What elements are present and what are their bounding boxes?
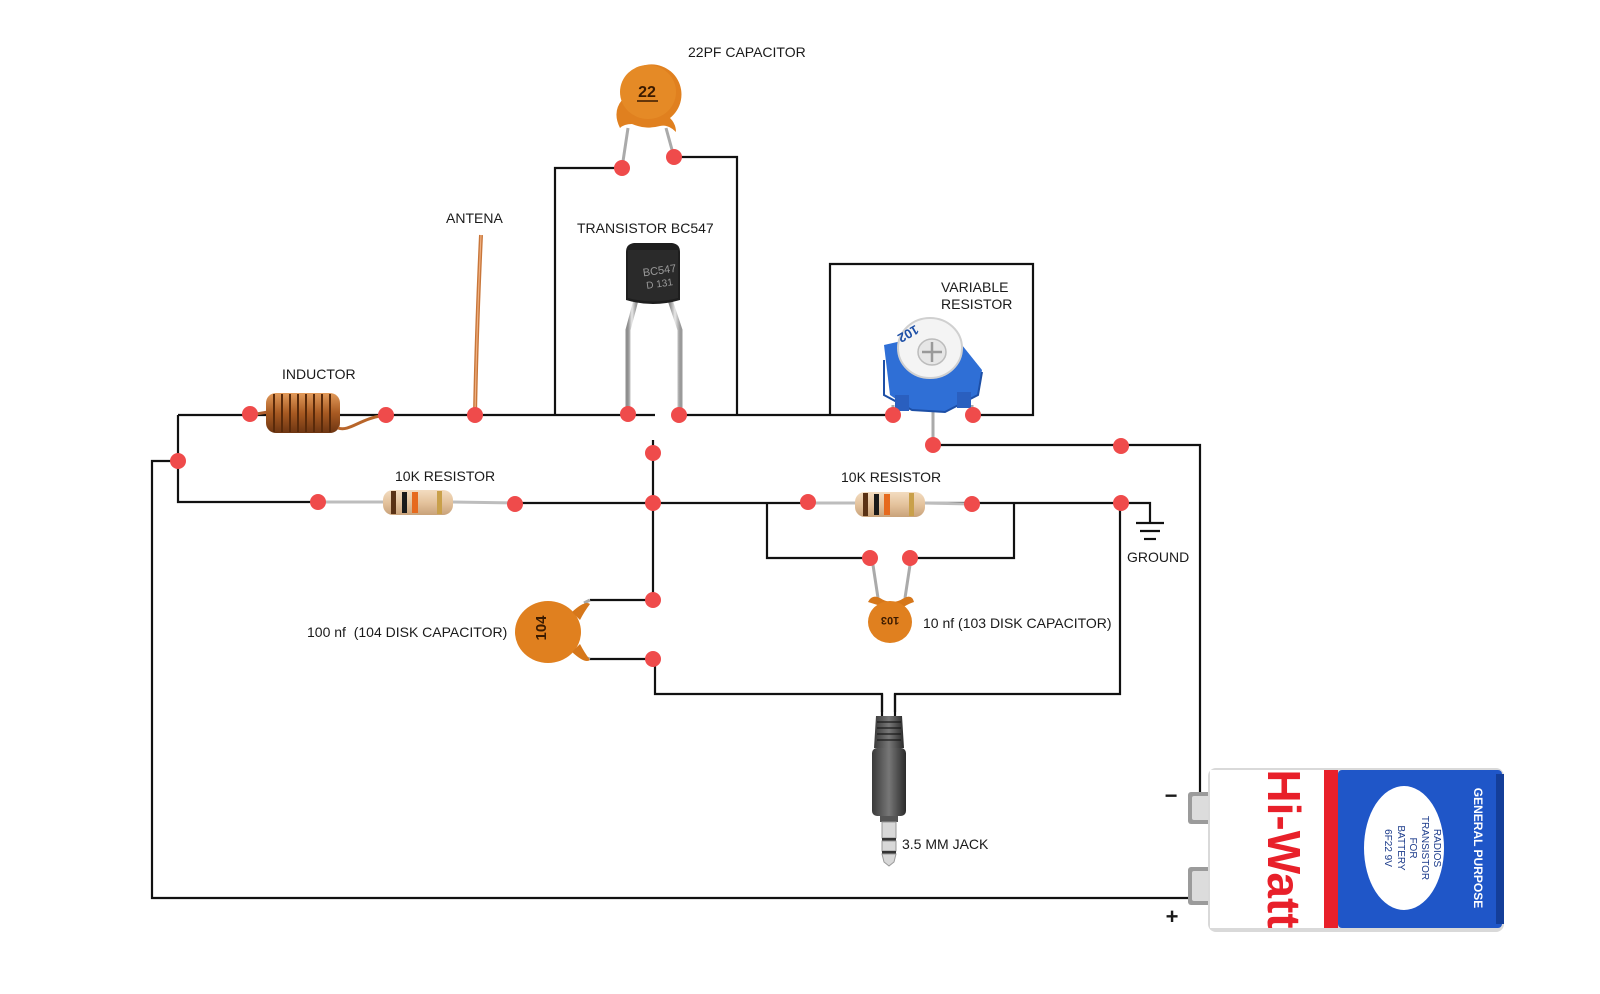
junction-dot: [645, 651, 661, 667]
junction-dot: [645, 495, 661, 511]
label-variable-resistor-2: RESISTOR: [941, 296, 1012, 312]
junction-dot: [671, 407, 687, 423]
cap-104-code: 104: [533, 615, 550, 641]
resistor-left: [318, 490, 516, 515]
transistor-bc547: BC547 D 131: [625, 243, 683, 445]
junction-dots: [170, 149, 1129, 667]
junction-dot: [862, 550, 878, 566]
junction-dot: [1113, 438, 1129, 454]
label-jack: 3.5 MM JACK: [902, 836, 989, 852]
junction-dot: [925, 437, 941, 453]
cap-103-code: 103: [881, 614, 899, 626]
junction-dot: [885, 407, 901, 423]
wire-22pf-right: [674, 155, 739, 415]
wires: [150, 155, 1202, 900]
junction-dot: [1113, 495, 1129, 511]
ground-symbol: [1136, 521, 1164, 541]
capacitor-103: 103: [868, 564, 914, 643]
battery-9v: Hi-Watt 6F22 9V BATTERY FOR TRANSISTOR R…: [1188, 768, 1504, 932]
capacitor-104: 104: [515, 598, 591, 663]
wire-22pf-left: [553, 166, 622, 415]
junction-dot: [800, 494, 816, 510]
junction-dot: [467, 407, 483, 423]
wire-vr-loop: [828, 262, 1035, 417]
label-resistor-left: 10K RESISTOR: [395, 468, 495, 484]
variable-resistor: 102: [883, 317, 983, 445]
junction-dot: [965, 407, 981, 423]
label-100nf-capacitor: 100 nf (104 DISK CAPACITOR): [307, 624, 507, 640]
label-10nf-capacitor: 10 nf (103 DISK CAPACITOR): [923, 615, 1112, 631]
battery-text-5: RADIOS: [1431, 829, 1442, 868]
junction-dot: [645, 445, 661, 461]
wire-battery-plus: [150, 459, 1198, 900]
transistor-mark-2: D 131: [646, 277, 674, 292]
label-inductor: INDUCTOR: [282, 366, 356, 382]
battery-text-3: FOR: [1407, 837, 1418, 858]
junction-dot: [964, 496, 980, 512]
labels: 22PF CAPACITOR ANTENA TRANSISTOR BC547 V…: [282, 44, 1189, 929]
junction-dot: [620, 406, 636, 422]
junction-dot: [507, 496, 523, 512]
wire-left-drop: [176, 415, 318, 504]
junction-dot: [378, 407, 394, 423]
label-battery-plus: +: [1166, 904, 1179, 929]
label-variable-resistor-1: VARIABLE: [941, 279, 1008, 295]
battery-text-4: TRANSISTOR: [1419, 816, 1430, 880]
battery-side-text: GENERAL PURPOSE: [1471, 788, 1485, 908]
label-antenna: ANTENA: [446, 210, 503, 226]
battery-brand: Hi-Watt: [1258, 769, 1310, 928]
wire-103-left: [765, 503, 870, 560]
label-resistor-right: 10K RESISTOR: [841, 469, 941, 485]
junction-dot: [902, 550, 918, 566]
inductor: [249, 393, 387, 433]
wire-battery-minus: [933, 443, 1202, 800]
label-transistor: TRANSISTOR BC547: [577, 220, 714, 236]
resistor-right: [808, 492, 973, 517]
audio-jack: [872, 694, 906, 867]
junction-dot: [310, 494, 326, 510]
wire-jack-right: [893, 503, 1122, 712]
wire-ground: [1120, 501, 1152, 522]
cap-22pf-code: 22: [638, 84, 656, 101]
capacitor-22pf: 22: [616, 64, 682, 169]
junction-dot: [170, 453, 186, 469]
transistor-mark-1: BC547: [642, 263, 677, 280]
junction-dot: [242, 406, 258, 422]
battery-text-2: BATTERY: [1395, 825, 1406, 871]
junction-dot: [666, 149, 682, 165]
battery-text-1: 6F22 9V: [1382, 829, 1393, 867]
wire-jack-left: [653, 659, 884, 712]
junction-dot: [645, 592, 661, 608]
junction-dot: [614, 160, 630, 176]
label-battery-minus: −: [1165, 783, 1178, 808]
label-ground: GROUND: [1127, 549, 1189, 565]
label-22pf-capacitor: 22PF CAPACITOR: [688, 44, 806, 60]
antenna: [473, 234, 483, 416]
wire-103-right: [910, 503, 1016, 560]
